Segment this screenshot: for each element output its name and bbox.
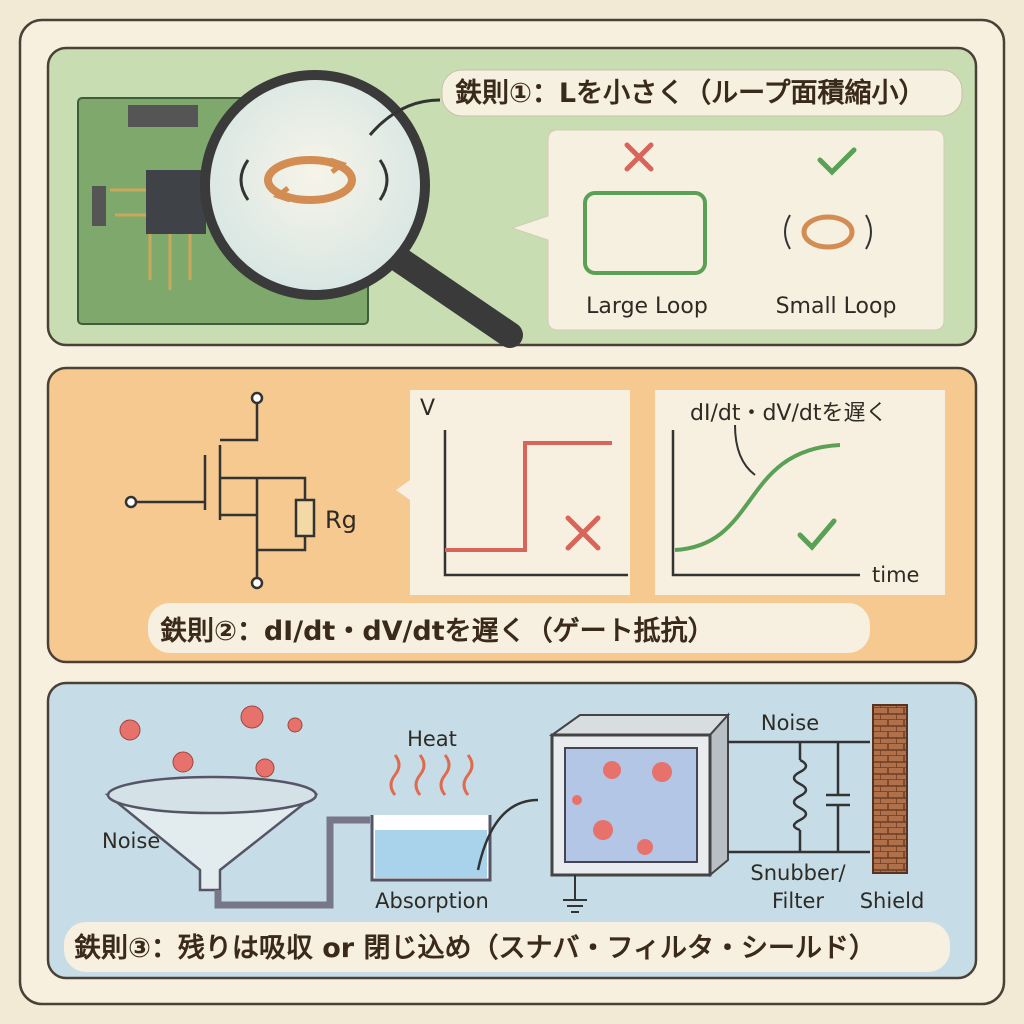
funnel-icon [104,775,370,909]
panel-rule-3: Noise Heat Absorption Noise Snubber/ Fil… [46,681,978,980]
cross-icon [624,142,654,172]
ground-icon [563,875,587,913]
slope-annotation: dI/dt・dV/dtを遅く [690,401,887,426]
loop-comparison-card [510,129,945,331]
slope-graph [671,424,860,577]
large-loop-label: Large Loop [586,294,708,319]
step-graph [443,430,628,577]
pointer-arrow [368,98,441,136]
shield-box [548,712,731,913]
absorption-label: Absorption [375,889,489,913]
panel-rule-1: 鉄則①：Lを小さく（ループ面積縮小） Large Loop Small Loop [46,46,978,348]
shield-wall-icon [872,704,908,874]
rule-3-title: 鉄則③：残りは吸収 or 閉じ込め（スナバ・フィルタ・シールド） [74,932,876,964]
chip-icon [146,170,206,234]
panel-rule-2: Rg V dI/dt・dV/dtを遅く time 鉄則②：dI/dt・dV/dt… [46,366,978,664]
noise-particles [119,705,303,778]
shield-label: Shield [860,889,925,913]
absorption-tank [370,754,539,882]
noise-label-left: Noise [102,829,160,853]
inductor-icon [792,758,808,832]
rg-label: Rg [325,506,357,534]
check-icon [797,518,837,551]
noise-label-right: Noise [761,711,819,735]
v-axis-label: V [420,396,435,421]
rule-2-title: 鉄則②：dI/dt・dV/dtを遅く（ゲート抵抗） [160,615,715,647]
mosfet-circuit [124,391,316,590]
snubber-filter-circuit [728,740,870,854]
cross-icon [565,515,601,551]
small-loop-label: Small Loop [776,294,897,319]
slope-curve [674,443,841,552]
time-axis-label: time [872,563,919,587]
check-icon [817,147,857,176]
rule-1-title: 鉄則①：Lを小さく（ループ面積縮小） [455,77,925,109]
heat-label: Heat [407,727,457,751]
small-loop-icon [801,214,855,250]
snubber-label: Snubber/ [750,861,846,885]
magnifier-icon [200,70,523,348]
large-loop-icon [583,191,707,275]
filter-label: Filter [772,889,824,913]
heat-icon [389,754,474,796]
step-curve [445,441,612,552]
